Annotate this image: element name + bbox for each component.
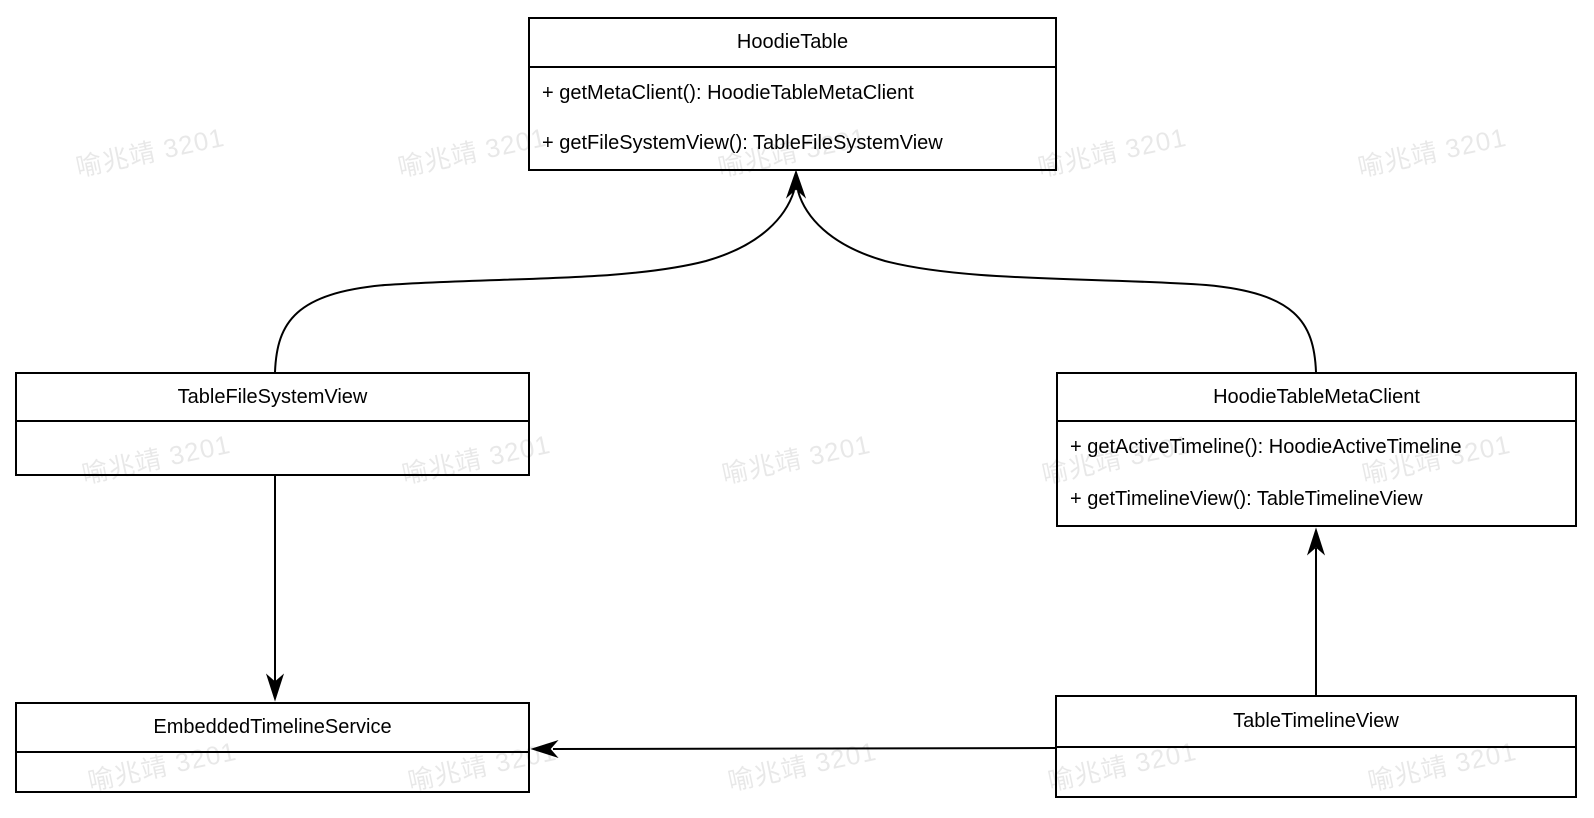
class-hoodietablemetaclient-name: HoodieTableMetaClient [1058, 374, 1575, 422]
method-getmetaclient: + getMetaClient(): HoodieTableMetaClient [542, 81, 914, 104]
connector-hoodietablemetaclient-to-hoodietable [797, 190, 1317, 373]
arrowhead-to-hoodietable-icon [785, 169, 807, 199]
class-hoodietable: HoodieTable + getMetaClient(): HoodieTab… [528, 17, 1057, 171]
class-hoodietablemetaclient-methods: + getActiveTimeline(): HoodieActiveTimel… [1058, 422, 1575, 525]
method-gettimelineview: + getTimelineView(): TableTimelineView [1070, 487, 1423, 510]
class-tablefilesystemview: TableFileSystemView [15, 372, 530, 476]
connector-tablefilesystemview-to-hoodietable [274, 190, 795, 373]
method-getactivetimeline: + getActiveTimeline(): HoodieActiveTimel… [1070, 436, 1462, 459]
class-tablefilesystemview-empty-compartment [17, 422, 528, 474]
class-embeddedtimelineservice: EmbeddedTimelineService [15, 702, 530, 793]
arrowhead-to-embeddedtimelineservice-icon [265, 673, 285, 702]
class-tabletimelineview: TableTimelineView [1055, 695, 1577, 798]
class-tablefilesystemview-name: TableFileSystemView [17, 374, 528, 422]
class-embeddedtimelineservice-empty-compartment [17, 753, 528, 791]
class-tabletimelineview-name: TableTimelineView [1057, 697, 1575, 748]
class-embeddedtimelineservice-name: EmbeddedTimelineService [17, 704, 528, 753]
arrowhead-left-to-embeddedtimelineservice-icon [530, 739, 559, 759]
class-hoodietable-name: HoodieTable [530, 19, 1055, 68]
connector-tabletimelineview-to-embeddedtimelineservice [552, 747, 1056, 750]
class-hoodietablemetaclient: HoodieTableMetaClient + getActiveTimelin… [1056, 372, 1577, 527]
arrowhead-to-hoodietablemetaclient-icon [1306, 527, 1326, 556]
class-tabletimelineview-empty-compartment [1057, 748, 1575, 796]
class-hoodietable-methods: + getMetaClient(): HoodieTableMetaClient… [530, 68, 1055, 169]
method-getfilesystemview: + getFileSystemView(): TableFileSystemVi… [542, 132, 943, 155]
